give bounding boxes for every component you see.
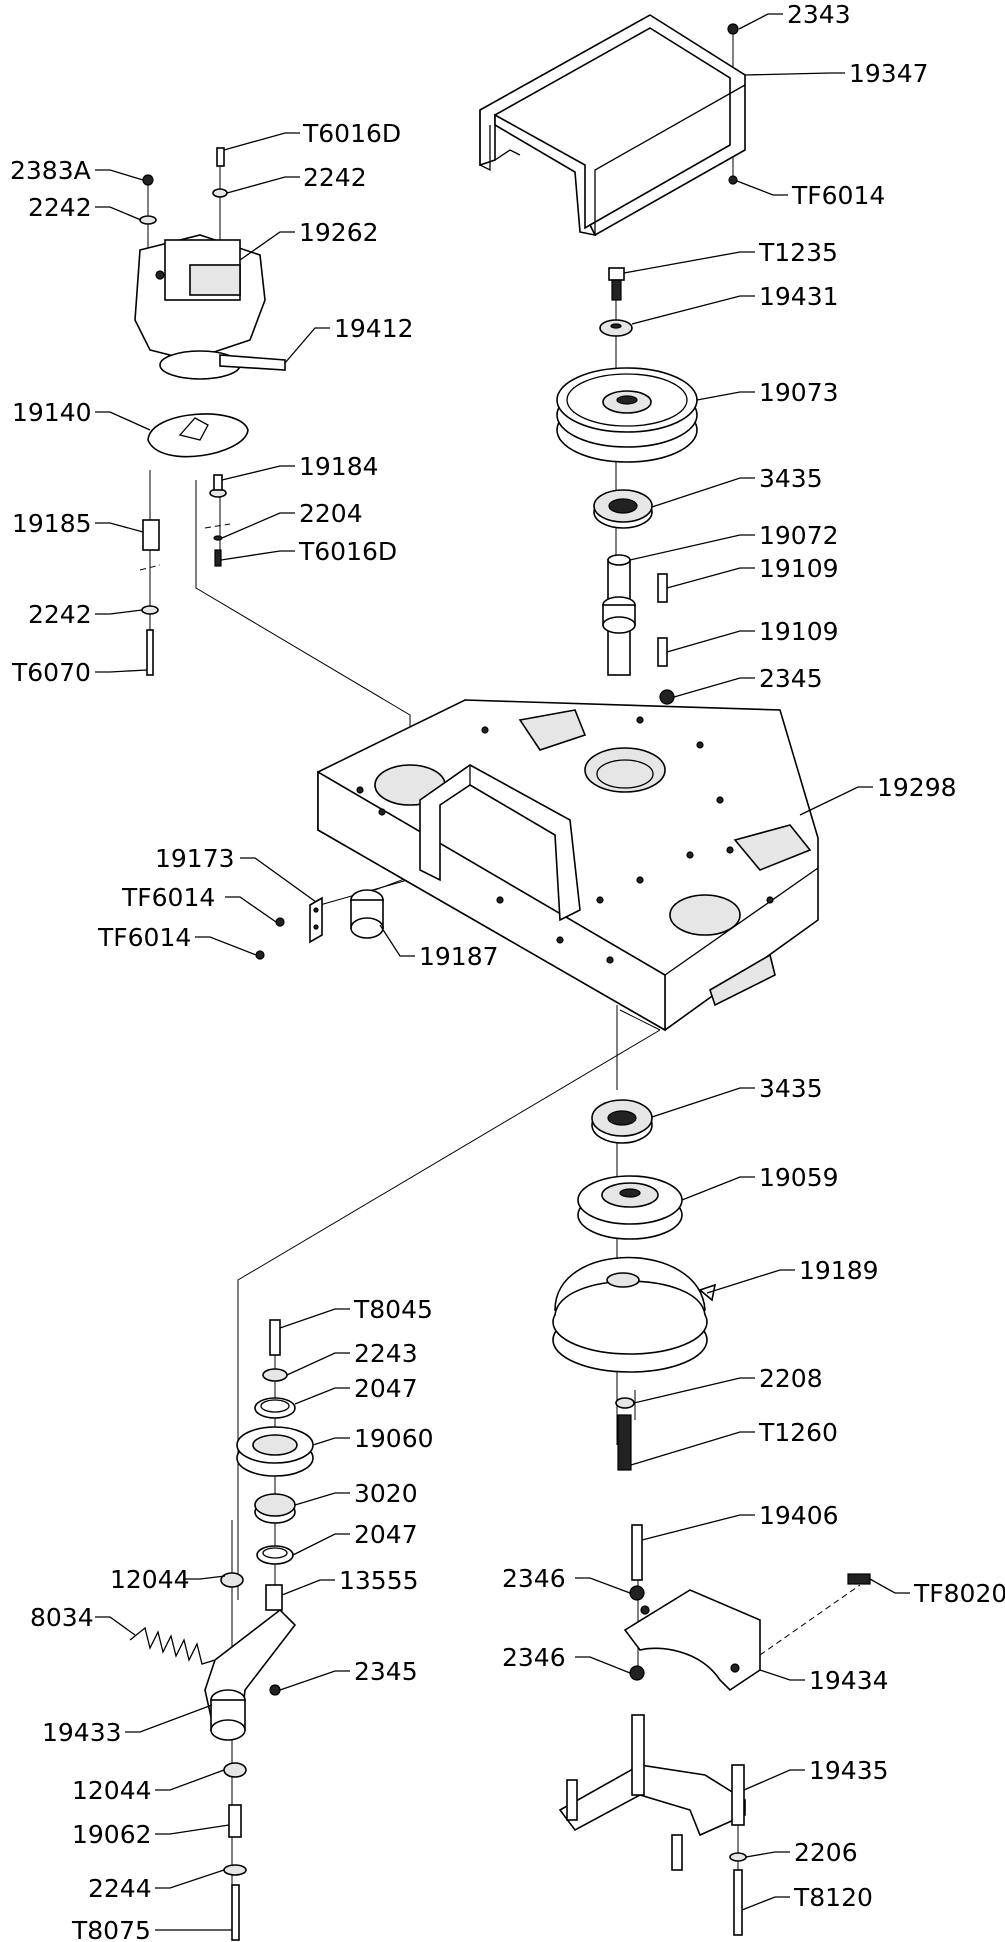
main-plate-19298 [317,699,819,1032]
callout-t6016d-lower: T6016D [298,537,397,566]
callout-19433: 19433 [42,1718,122,1747]
callout-19431: 19431 [759,282,839,311]
callout-12044-lower: 12044 [72,1776,152,1805]
callout-t1235: T1235 [758,238,838,267]
callout-2047-upper: 2047 [354,1374,418,1403]
idler-assembly [129,1319,314,1941]
callout-2383a: 2383A [10,156,91,185]
callout-19262: 19262 [299,218,379,247]
callout-tf6014-upper: TF6014 [121,883,215,912]
cover-19347 [479,14,746,237]
callout-13555: 13555 [339,1566,419,1595]
callout-t8075: T8075 [71,1916,151,1942]
callout-19406: 19406 [759,1501,839,1530]
callout-t8120: T8120 [793,1883,873,1912]
callout-tf6014-lower: TF6014 [97,923,191,952]
callout-19059: 19059 [759,1163,839,1192]
callout-2242-lower: 2242 [28,600,92,629]
callout-2345-lower: 2345 [354,1657,418,1686]
callout-2243: 2243 [354,1339,418,1368]
callout-2204: 2204 [299,499,363,528]
callout-2345-upper: 2345 [759,664,823,693]
callout-2242-left: 2242 [28,193,92,222]
callout-19140: 19140 [12,398,92,427]
callout-2206: 2206 [794,1838,858,1867]
callout-3435-lower: 3435 [759,1074,823,1103]
lower-right-stack [552,1099,871,1936]
alternator-assembly [134,147,286,676]
callout-8034: 8034 [30,1603,94,1632]
callout-leaders [95,13,910,1931]
callout-12044-upper: 12044 [110,1565,190,1594]
callout-19060: 19060 [354,1424,434,1453]
callout-19073: 19073 [759,378,839,407]
callout-t6070: T6070 [11,658,91,687]
callout-2208: 2208 [759,1364,823,1393]
callout-t1260: T1260 [758,1418,838,1447]
callout-t6016d-upper: T6016D [302,119,401,148]
callout-19412: 19412 [334,314,414,343]
callout-19187: 19187 [419,942,499,971]
callout-19109-lower: 19109 [759,617,839,646]
callout-3020: 3020 [354,1479,418,1508]
callout-2242-right: 2242 [303,163,367,192]
callout-2244: 2244 [88,1874,152,1903]
callout-19434: 19434 [809,1666,889,1695]
callout-19435: 19435 [809,1756,889,1785]
callout-19347: 19347 [849,59,929,88]
callout-19189: 19189 [799,1256,879,1285]
callout-tf8020: TF8020 [913,1579,1005,1608]
callout-19185: 19185 [12,509,92,538]
callout-19298: 19298 [877,773,957,802]
callout-19072: 19072 [759,521,839,550]
callout-2047-lower: 2047 [354,1520,418,1549]
callout-19109-upper: 19109 [759,554,839,583]
callout-19062: 19062 [72,1820,152,1849]
upper-right-shaft-stack [556,267,698,705]
callout-3435-upper: 3435 [759,464,823,493]
callout-2343: 2343 [787,0,851,29]
callout-labels: 2343 19347 TF6014 T1235 19431 19073 3435… [10,0,1005,1942]
callout-2346-upper: 2346 [502,1564,566,1593]
callout-t8045: T8045 [353,1295,433,1324]
callout-19173: 19173 [155,844,235,873]
callout-2346-lower: 2346 [502,1643,566,1672]
bracket-19173 [255,889,384,960]
callout-19184: 19184 [299,452,379,481]
callout-tf6014-cover: TF6014 [791,181,885,210]
